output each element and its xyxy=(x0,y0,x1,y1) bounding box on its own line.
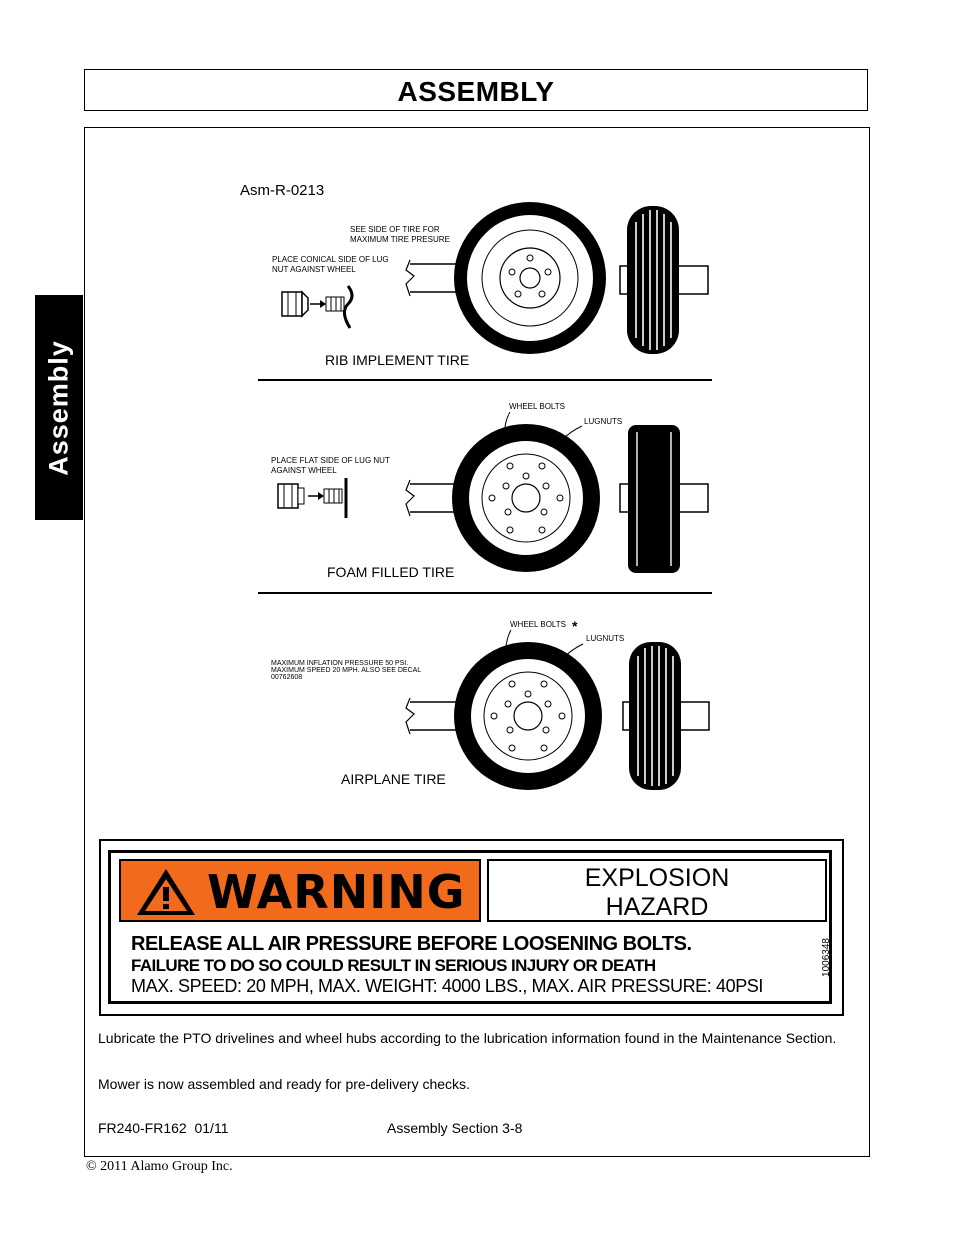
wheel-bolts-label-2: WHEEL BOLTS xyxy=(510,620,567,629)
figure-id: Asm-R-0213 xyxy=(240,182,325,199)
flat-lug-nut-icon xyxy=(277,478,348,518)
content-box xyxy=(84,127,870,1157)
warning-line-2: FAILURE TO DO SO COULD RESULT IN SERIOUS… xyxy=(131,956,656,975)
warning-decal-inner: WARNING EXPLOSION HAZARD RELEASE ALL AIR… xyxy=(108,850,832,1004)
rib-tire-illustration xyxy=(281,202,709,354)
divider-2 xyxy=(258,592,712,594)
divider-1 xyxy=(258,379,712,381)
conical-lug-nut-icon xyxy=(281,285,354,329)
flat-lug-note: PLACE FLAT SIDE OF LUG NUT AGAINST WHEEL xyxy=(271,456,390,475)
pressure-note: SEE SIDE OF TIRE FOR MAXIMUM TIRE PRESUR… xyxy=(350,225,450,244)
conical-lug-note: PLACE CONICAL SIDE OF LUG NUT AGAINST WH… xyxy=(272,255,389,274)
airplane-tire-illustration xyxy=(405,629,710,790)
lugnuts-label-2: LUGNUTS xyxy=(586,634,625,643)
side-tab-label: Assembly xyxy=(43,339,74,476)
header-box: ASSEMBLY xyxy=(84,69,868,111)
foam-tire-illustration xyxy=(277,411,709,573)
wheel-bolts-label: WHEEL BOLTS xyxy=(509,402,566,411)
airplane-tire-caption: AIRPLANE TIRE xyxy=(341,771,446,787)
hazard-title: EXPLOSION HAZARD xyxy=(487,859,827,922)
footer-section: Assembly Section 3-8 xyxy=(387,1120,523,1136)
lubrication-paragraph: Lubricate the PTO drivelines and wheel h… xyxy=(98,1030,837,1046)
warning-line-1: RELEASE ALL AIR PRESSURE BEFORE LOOSENIN… xyxy=(131,933,692,955)
ready-paragraph: Mower is now assembled and ready for pre… xyxy=(98,1076,470,1092)
rib-tire-caption: RIB IMPLEMENT TIRE xyxy=(325,352,470,368)
page-title: ASSEMBLY xyxy=(397,76,555,107)
decal-number: 1006348 xyxy=(821,938,832,977)
warning-signal-panel: WARNING xyxy=(119,859,481,922)
max-inflation-note: MAXIMUM INFLATION PRESSURE 50 PSI. MAXIM… xyxy=(271,660,421,681)
asterisk-mark: * xyxy=(572,618,578,634)
signal-word: WARNING xyxy=(207,865,466,919)
warning-decal: WARNING EXPLOSION HAZARD RELEASE ALL AIR… xyxy=(99,839,844,1016)
lugnuts-label: LUGNUTS xyxy=(584,417,623,426)
footer-model: FR240-FR162 01/11 xyxy=(98,1120,229,1136)
foam-tire-caption: FOAM FILLED TIRE xyxy=(327,564,455,580)
warning-line-3: MAX. SPEED: 20 MPH, MAX. WEIGHT: 4000 LB… xyxy=(131,976,764,996)
copyright: © 2011 Alamo Group Inc. xyxy=(86,1159,233,1174)
hazard-title-text: EXPLOSION HAZARD xyxy=(584,864,730,921)
alert-triangle-icon xyxy=(137,869,195,915)
side-tab: Assembly xyxy=(35,295,83,520)
